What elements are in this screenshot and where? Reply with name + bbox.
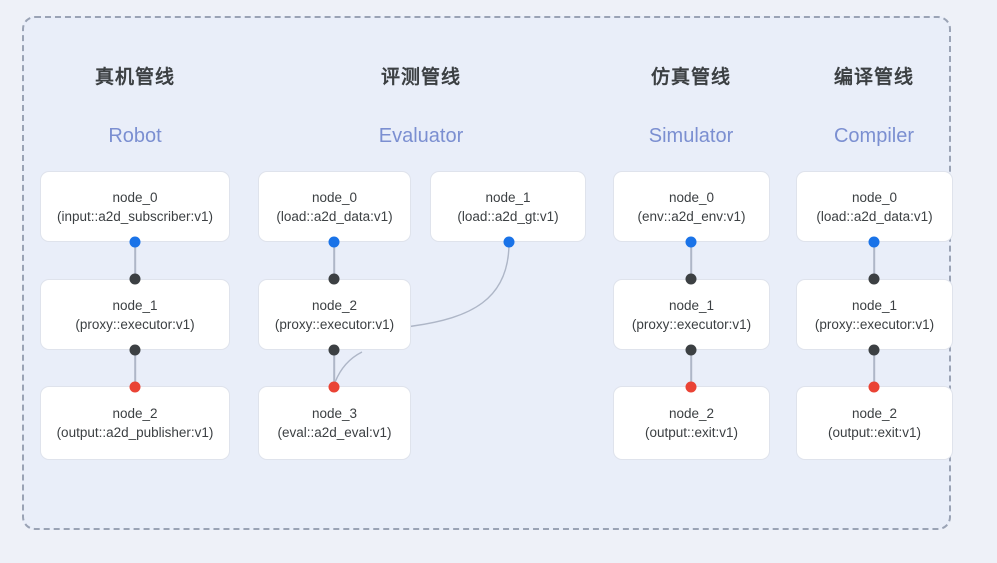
port-relay-simulator-node-1-in[interactable]	[685, 273, 697, 285]
port-relay-evaluator-node-2-out[interactable]	[328, 344, 340, 356]
port-input-compiler-node-0[interactable]	[868, 236, 880, 248]
node-evaluator-node-3[interactable]: node_3 (eval::a2d_eval:v1)	[258, 386, 411, 460]
node-title: node_2	[311, 297, 358, 313]
node-spec: (load::a2d_data:v1)	[816, 208, 933, 224]
node-spec: (proxy::executor:v1)	[631, 316, 752, 332]
node-title: node_1	[668, 297, 715, 313]
node-spec: (load::a2d_data:v1)	[276, 208, 393, 224]
node-title: node_0	[668, 189, 715, 205]
node-evaluator-node-0[interactable]: node_0 (load::a2d_data:v1)	[258, 171, 411, 242]
node-title: node_2	[668, 406, 715, 421]
column-title-cn-simulator: 仿真管线	[650, 67, 732, 88]
node-title: node_2	[112, 406, 158, 421]
node-spec: (env::a2d_env:v1)	[637, 208, 746, 224]
node-title: node_1	[851, 297, 898, 313]
node-title: node_3	[311, 406, 358, 421]
node-title: node_0	[112, 189, 158, 205]
node-robot-node-2[interactable]: node_2 (output::a2d_publisher:v1)	[40, 386, 230, 460]
edge-evaluator-0-to-2	[333, 241, 335, 280]
node-spec: (proxy::executor:v1)	[75, 316, 195, 332]
node-simulator-node-1[interactable]: node_1 (proxy::executor:v1)	[613, 279, 770, 350]
column-title-en-evaluator: Evaluator	[378, 125, 464, 147]
node-title: node_2	[851, 406, 898, 421]
node-spec: (load::a2d_gt:v1)	[457, 208, 559, 224]
port-relay-robot-node-1-out[interactable]	[129, 344, 141, 356]
port-relay-compiler-node-1-in[interactable]	[868, 273, 880, 285]
node-spec: (proxy::executor:v1)	[274, 316, 395, 332]
node-spec: (output::exit:v1)	[827, 425, 922, 440]
node-title: node_0	[851, 189, 898, 205]
port-output-evaluator-node-3[interactable]	[328, 381, 340, 393]
node-simulator-node-0[interactable]: node_0 (env::a2d_env:v1)	[613, 171, 770, 242]
column-title-en-robot: Robot	[108, 125, 162, 147]
node-robot-node-1[interactable]: node_1 (proxy::executor:v1)	[40, 279, 230, 350]
node-compiler-node-2[interactable]: node_2 (output::exit:v1)	[796, 386, 953, 460]
port-input-evaluator-node-1[interactable]	[503, 236, 515, 248]
column-title-en-simulator: Simulator	[648, 125, 734, 147]
node-title: node_0	[311, 189, 358, 205]
port-input-robot-node-0[interactable]	[129, 236, 141, 248]
node-simulator-node-2[interactable]: node_2 (output::exit:v1)	[613, 386, 770, 460]
port-relay-compiler-node-1-out[interactable]	[868, 344, 880, 356]
node-evaluator-node-2[interactable]: node_2 (proxy::executor:v1)	[258, 279, 411, 350]
column-title-en-compiler: Compiler	[833, 125, 915, 147]
node-spec: (output::exit:v1)	[644, 425, 739, 440]
edge-simulator-0-to-1	[690, 241, 692, 280]
port-input-evaluator-node-0[interactable]	[328, 236, 340, 248]
node-compiler-node-1[interactable]: node_1 (proxy::executor:v1)	[796, 279, 953, 350]
port-output-simulator-node-2[interactable]	[685, 381, 697, 393]
port-relay-robot-node-1-in[interactable]	[129, 273, 141, 285]
edge-simulator-1-to-2	[690, 349, 692, 387]
node-spec: (eval::a2d_eval:v1)	[277, 425, 392, 440]
edge-compiler-1-to-2	[873, 349, 875, 387]
edge-robot-1-to-2	[134, 349, 136, 387]
node-spec: (output::a2d_publisher:v1)	[56, 425, 214, 440]
port-relay-evaluator-node-2-in[interactable]	[328, 273, 340, 285]
port-output-robot-node-2[interactable]	[129, 381, 141, 393]
column-title-cn-evaluator: 评测管线	[380, 67, 462, 88]
node-title: node_1	[112, 297, 158, 313]
port-relay-simulator-node-1-out[interactable]	[685, 344, 697, 356]
port-output-compiler-node-2[interactable]	[868, 381, 880, 393]
edge-robot-0-to-1	[134, 241, 136, 280]
node-title: node_1	[485, 189, 531, 205]
edge-compiler-0-to-1	[873, 241, 875, 280]
port-input-simulator-node-0[interactable]	[685, 236, 697, 248]
node-compiler-node-0[interactable]: node_0 (load::a2d_data:v1)	[796, 171, 953, 242]
node-robot-node-0[interactable]: node_0 (input::a2d_subscriber:v1)	[40, 171, 230, 242]
column-title-cn-robot: 真机管线	[94, 67, 176, 88]
node-evaluator-node-1[interactable]: node_1 (load::a2d_gt:v1)	[430, 171, 586, 242]
node-spec: (proxy::executor:v1)	[814, 316, 935, 332]
column-title-cn-compiler: 编译管线	[833, 67, 915, 88]
node-spec: (input::a2d_subscriber:v1)	[56, 208, 214, 224]
